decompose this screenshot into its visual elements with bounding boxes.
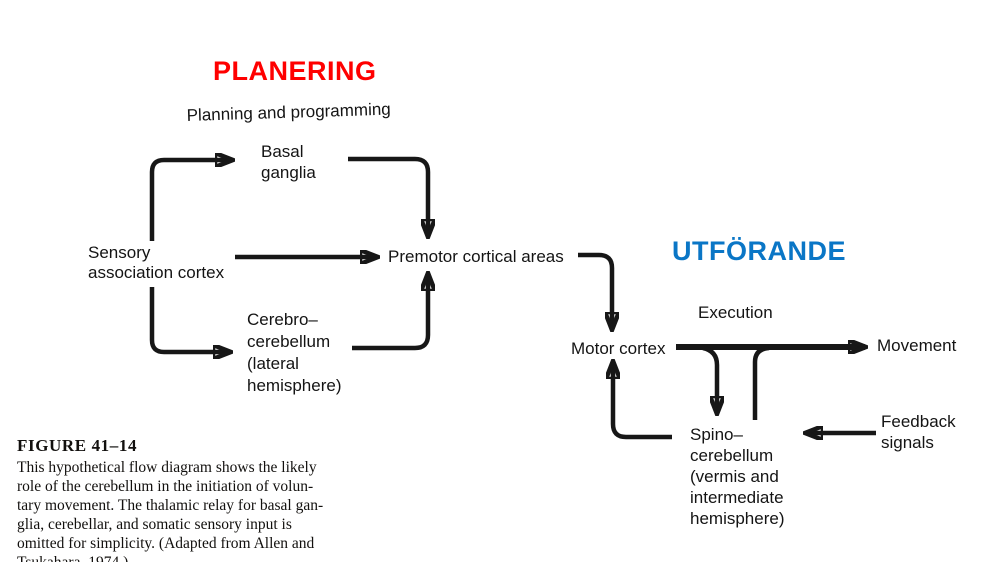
node-feedback-signals: Feedback signals (881, 411, 956, 453)
arrow-sensory-to-cerebro (149, 287, 230, 352)
node-basal-ganglia: Basal ganglia (261, 141, 316, 183)
node-cerebro-line3: (lateral (247, 354, 299, 373)
figure-caption-line3: tary movement. The thalamic relay for ba… (17, 497, 324, 514)
node-spino-line3: (vermis and (690, 467, 779, 486)
arrow-cerebro-to-premotor (352, 274, 428, 351)
arrow-spino-to-motor (613, 362, 672, 440)
node-spino-cerebellum: Spino– cerebellum (vermis and intermedia… (690, 424, 785, 529)
node-motor-cortex: Motor cortex (571, 339, 666, 358)
node-sensory-line1: Sensory (88, 243, 151, 262)
line-spino-ascending-branch (752, 345, 770, 420)
figure-caption-line2: role of the cerebellum in the initiation… (17, 478, 314, 495)
title-planering: PLANERING (213, 56, 377, 86)
arrow-motoroutput-to-spino (702, 345, 717, 413)
node-spino-line5: hemisphere) (690, 509, 785, 528)
figure-caption-heading: FIGURE 41–14 (17, 436, 138, 455)
node-cerebro-line1: Cerebro– (247, 310, 318, 329)
figure-caption-line4: glia, cerebellar, and somatic sensory in… (17, 516, 292, 533)
figure-caption-line6: Tsukahara, 1974.) (17, 553, 369, 562)
arrow-sensory-to-basal (149, 160, 232, 241)
title-utforande: UTFÖRANDE (672, 236, 846, 266)
arrow-basal-to-premotor (348, 156, 428, 236)
node-sensory-association-cortex: Sensory association cortex (88, 243, 224, 283)
node-spino-line2: cerebellum (690, 446, 774, 465)
node-basal-ganglia-line2: ganglia (261, 163, 316, 182)
node-feedback-line1: Feedback (881, 412, 956, 431)
label-execution: Execution (698, 303, 773, 322)
node-spino-line4: intermediate (690, 488, 784, 507)
node-cerebro-line2: cerebellum (247, 332, 331, 351)
node-cerebro-cerebellum: Cerebro– cerebellum (lateral hemisphere) (247, 309, 342, 397)
figure-caption-line5: omitted for simplicity. (Adapted from Al… (17, 535, 315, 552)
figure-caption: FIGURE 41–14 This hypothetical flow diag… (17, 436, 369, 562)
node-premotor-cortical-areas: Premotor cortical areas (388, 247, 564, 266)
node-basal-ganglia-line1: Basal (261, 142, 304, 161)
node-movement: Movement (877, 336, 957, 355)
node-feedback-line2: signals (881, 433, 934, 452)
node-cerebro-line4: hemisphere) (247, 376, 342, 395)
node-spino-line1: Spino– (690, 425, 743, 444)
node-sensory-line2: association cortex (88, 263, 225, 282)
arrow-premotor-to-motor (578, 252, 612, 329)
figure-caption-line1: This hypothetical flow diagram shows the… (17, 459, 317, 476)
